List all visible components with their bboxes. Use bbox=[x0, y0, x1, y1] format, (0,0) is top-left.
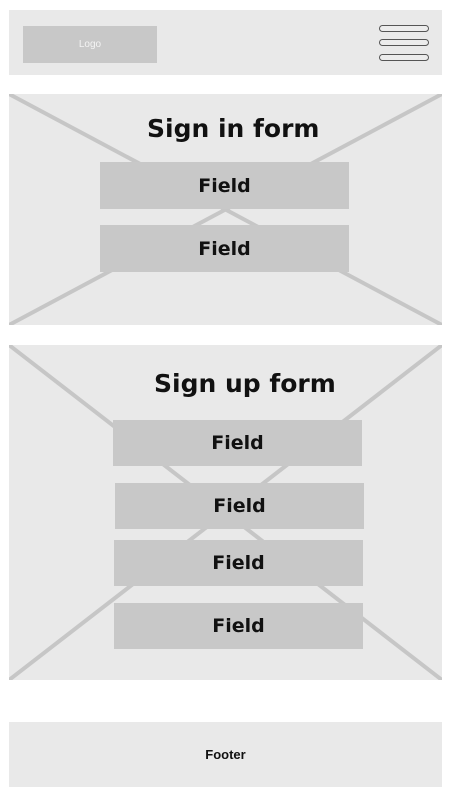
logo[interactable]: Logo bbox=[23, 26, 157, 63]
signup-field[interactable]: Field bbox=[113, 420, 362, 466]
signin-field[interactable]: Field bbox=[100, 162, 349, 209]
placeholder-cross bbox=[9, 94, 442, 325]
signup-field[interactable]: Field bbox=[115, 483, 364, 529]
hamburger-menu-icon[interactable] bbox=[379, 25, 431, 65]
signin-field[interactable]: Field bbox=[100, 225, 349, 272]
signup-title: Sign up form bbox=[154, 369, 336, 398]
menu-line bbox=[379, 54, 429, 61]
signup-field[interactable]: Field bbox=[114, 540, 363, 586]
menu-line bbox=[379, 39, 429, 46]
footer: Footer bbox=[9, 722, 442, 787]
header: Logo bbox=[9, 10, 442, 75]
footer-text: Footer bbox=[205, 747, 246, 762]
menu-line bbox=[379, 25, 429, 32]
signup-field[interactable]: Field bbox=[114, 603, 363, 649]
signin-form-section: Sign in form Field Field bbox=[9, 94, 442, 325]
signup-form-section: Sign up form Field Field Field Field bbox=[9, 345, 442, 680]
signin-title: Sign in form bbox=[147, 114, 320, 143]
